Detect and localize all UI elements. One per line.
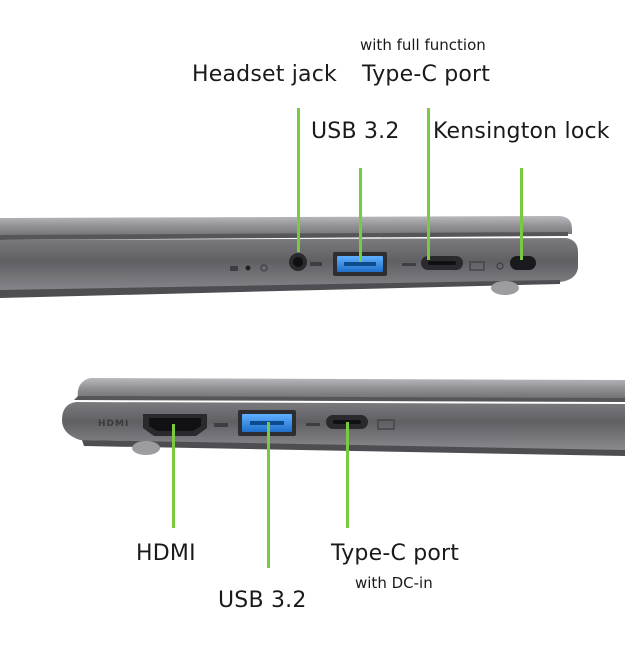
leader-line-headset [297,108,300,252]
label-hdmi: HDMI [136,541,196,566]
label-typec-bottom-sub: with DC-in [355,574,433,592]
label-typec-top-sub: with full function [360,36,486,54]
bottom-laptop-lid [74,378,625,402]
leader-line-kensington [520,168,523,260]
top-laptop-foot [491,281,519,295]
leader-line-usb-top [359,168,362,262]
bottom-laptop-foot [132,441,160,455]
top-laptop-lid [0,216,572,240]
label-usb-top: USB 3.2 [311,119,400,144]
label-typec-top: Type-C port [362,62,491,87]
top-typec-port [402,256,485,271]
label-usb-bottom: USB 3.2 [218,588,307,613]
top-usb-port [310,252,387,276]
label-kensington-lock: Kensington lock [433,119,610,144]
leader-line-usb-bottom [267,422,270,568]
top-led-indicators [230,264,268,272]
label-headset-jack: Headset jack [192,62,337,87]
leader-line-typec-bottom [346,422,349,528]
top-laptop-base [0,238,578,298]
top-headset-jack-port [289,253,307,271]
leader-line-hdmi [172,424,175,528]
label-typec-bottom: Type-C port [331,541,460,566]
bottom-hdmi-port [143,414,207,436]
leader-line-typec-top [427,108,430,260]
hdmi-chassis-marking: HDMI [98,419,130,429]
top-kensington-lock-slot [496,256,536,270]
